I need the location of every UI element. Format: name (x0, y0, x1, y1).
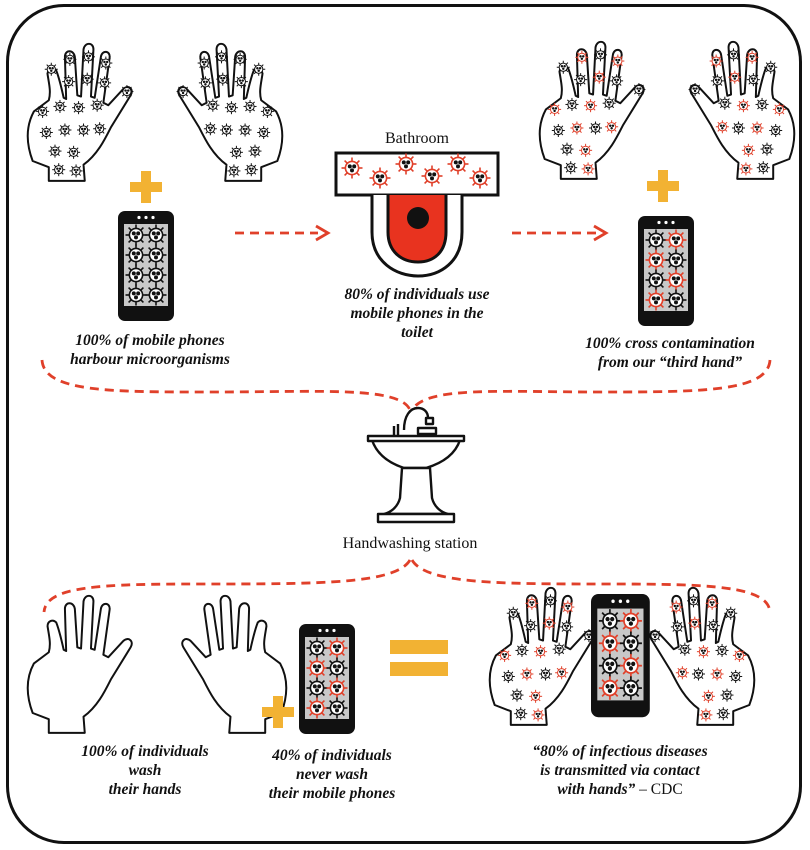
unwashed-phone (299, 624, 355, 734)
caption-phones-microorganisms: 100% of mobile phones harbour microorgan… (70, 332, 230, 368)
sink-icon (366, 406, 466, 524)
toilet-icon (334, 151, 500, 278)
caption-never-wash-phones: 40% of individuals never wash their mobi… (268, 747, 396, 802)
caption-wash-hands: 100% of individuals wash their hands (81, 743, 209, 798)
caption-cross-contamination: 100% cross contamination from our “third… (585, 335, 755, 371)
plus-icon (130, 171, 162, 203)
contaminated-hands-bottom-right (488, 586, 756, 726)
dashed-connectors-to-sink (40, 359, 772, 411)
dashed-connectors-from-sink (42, 559, 772, 613)
arrow-to-cross-contamination (512, 224, 609, 242)
bathroom-label: Bathroom (385, 130, 449, 147)
caption-infectious-diseases: “80% of infectious diseases is transmitt… (532, 743, 708, 798)
plus-icon (262, 696, 294, 728)
equals-icon (390, 640, 448, 676)
rounded-frame (6, 4, 802, 844)
contaminated-hands-top-left (26, 42, 284, 182)
contaminated-phone-left (118, 211, 174, 321)
plus-icon (647, 170, 679, 202)
cross-contaminated-phone-right (638, 216, 694, 326)
cross-contaminated-hands-top-right (538, 40, 796, 180)
cdc-source: – CDC (635, 781, 683, 798)
caption-phones-in-toilet: 80% of individuals use mobile phones in … (344, 286, 490, 341)
arrow-to-bathroom (235, 224, 331, 242)
handwashing-station-label: Handwashing station (342, 535, 478, 552)
clean-hands (26, 594, 288, 734)
